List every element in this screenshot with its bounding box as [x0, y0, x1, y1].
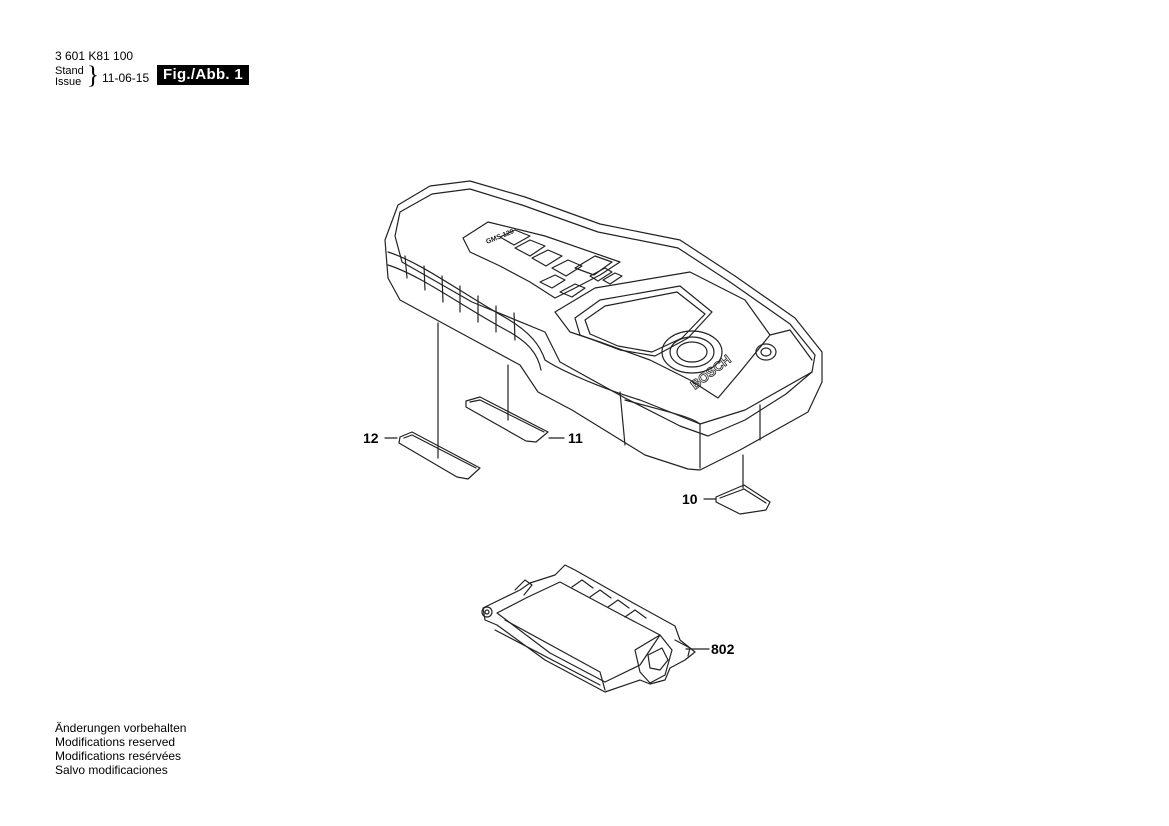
stand-label: Stand [55, 65, 84, 77]
part-number: 3 601 K81 100 [55, 49, 134, 63]
footer-line-de: Änderungen vorbehalten [55, 721, 187, 735]
stand-issue-labels: Stand Issue [55, 66, 84, 88]
callout-12: 12 [363, 430, 379, 446]
device-body [384, 180, 823, 471]
issue-label: Issue [55, 76, 82, 88]
footer-notice: Änderungen vorbehalten Modifications res… [55, 721, 186, 777]
footer-line-es: Salvo modificaciones [55, 763, 168, 777]
callout-802: 802 [711, 641, 735, 657]
pad-12 [398, 431, 481, 480]
footer-line-fr: Modifications resérvées [55, 749, 182, 763]
callout-11: 11 [568, 430, 583, 446]
brace-glyph: } [87, 62, 99, 89]
pad-11 [465, 396, 549, 443]
battery-cover-802 [481, 564, 696, 693]
footer-line-en: Modifications reserved [55, 735, 176, 749]
issue-date: 11-06-15 [102, 71, 150, 85]
figure-badge: Fig./Abb. 1 [157, 65, 249, 85]
callout-10: 10 [682, 491, 698, 507]
pad-10 [715, 484, 771, 515]
